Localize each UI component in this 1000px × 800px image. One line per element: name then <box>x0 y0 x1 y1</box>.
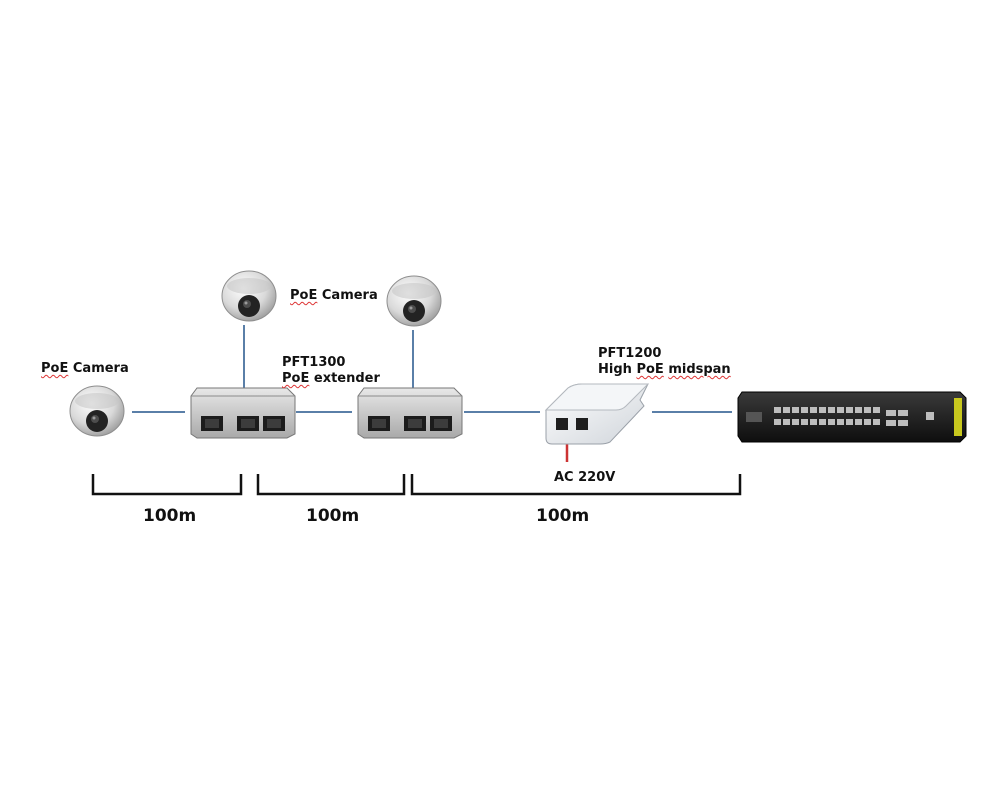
poe-extender-icon <box>190 387 296 439</box>
power-label: AC 220V <box>554 470 616 485</box>
midspan-description: High PoE midspan <box>598 362 731 377</box>
camera-label-left: PoE Camera <box>41 361 129 376</box>
camera-label-top: PoE Camera <box>290 288 378 303</box>
network-switch-icon <box>737 391 967 443</box>
cables <box>132 325 732 413</box>
extender-model: PFT1300 <box>282 355 346 370</box>
distance-label-3: 100m <box>536 506 590 526</box>
distance-bracket-3 <box>410 474 742 496</box>
distance-brackets <box>91 474 742 496</box>
dome-camera-icon <box>69 385 125 437</box>
dome-camera-icon <box>221 270 277 322</box>
midspan-label: PFT1200 High PoE midspan <box>598 346 731 378</box>
midspan-injector-icon <box>544 383 650 445</box>
extender-description: PoE extender <box>282 371 380 386</box>
extender-label: PFT1300 PoE extender <box>282 355 380 387</box>
distance-label-2: 100m <box>306 506 360 526</box>
distance-label-1: 100m <box>143 506 197 526</box>
poe-extender-icon <box>357 387 463 439</box>
distance-bracket-2 <box>256 474 406 496</box>
distance-bracket-1 <box>91 474 243 496</box>
midspan-model: PFT1200 <box>598 346 662 361</box>
dome-camera-icon <box>386 275 442 327</box>
